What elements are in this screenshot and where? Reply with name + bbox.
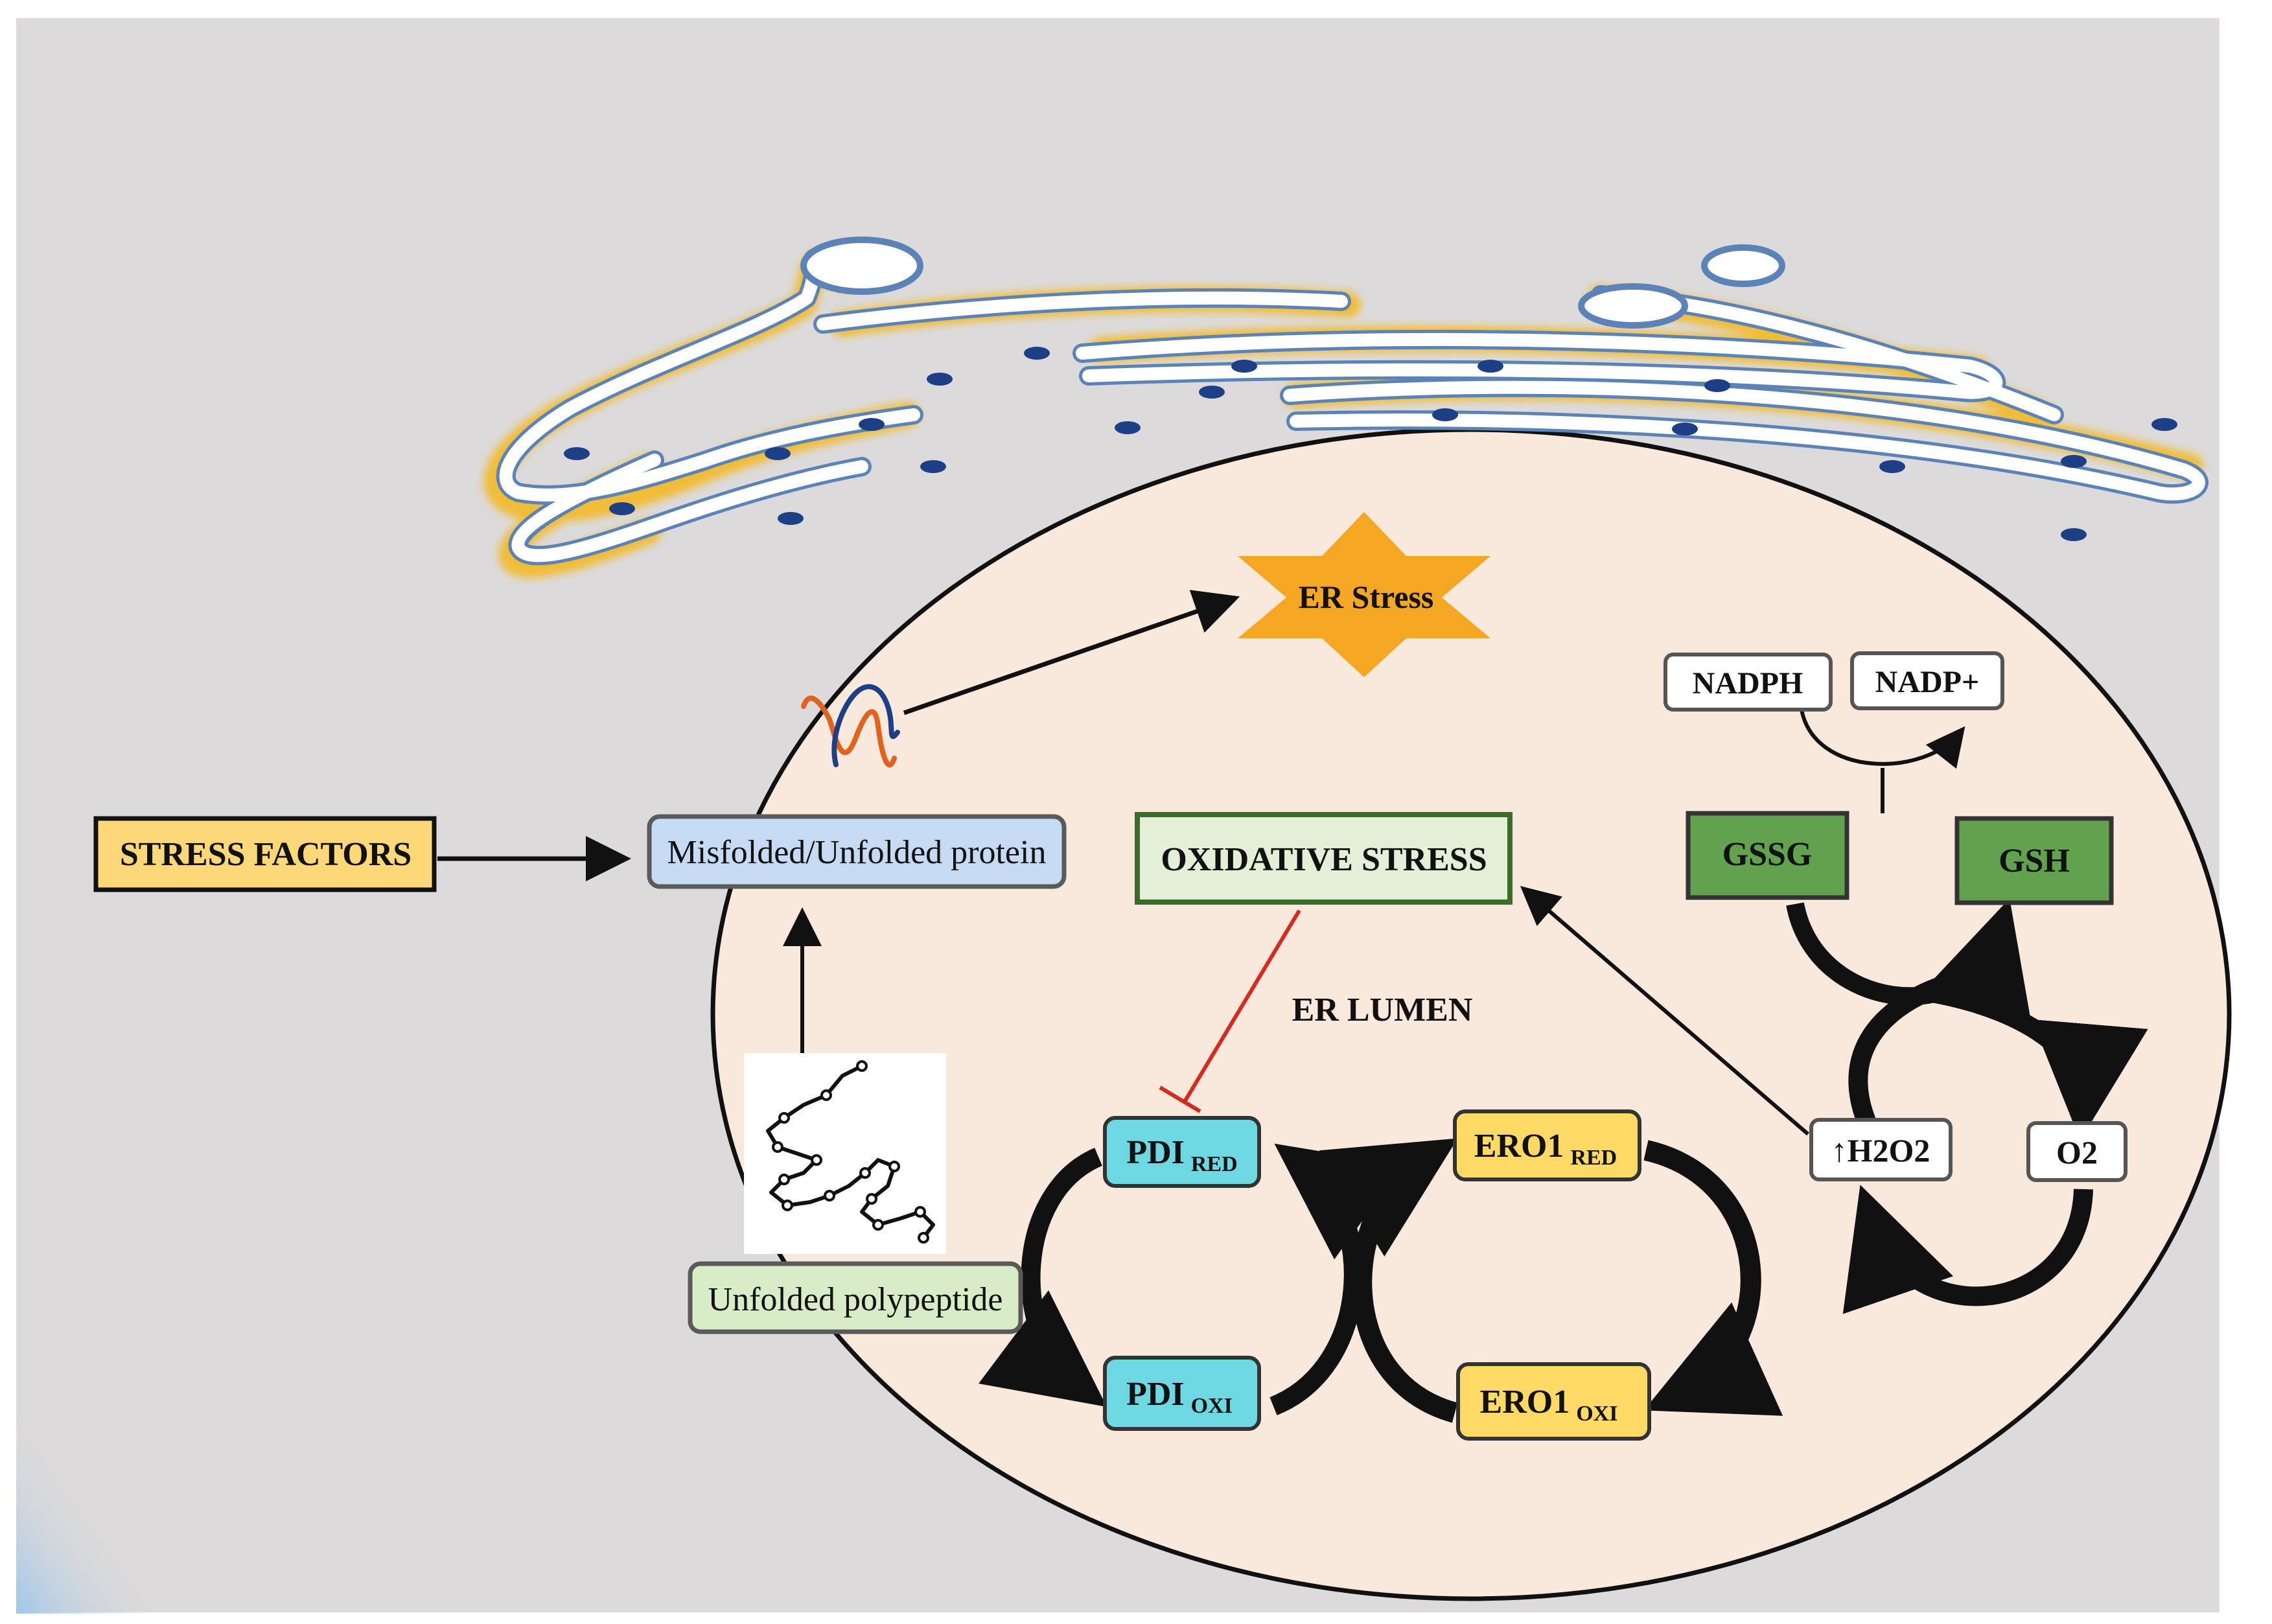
stress-factors-node: STRESS FACTORS (93, 816, 437, 892)
connector-arrows (437, 590, 1809, 1136)
nadp-plus-node: NADP+ (1850, 651, 2004, 710)
ero1-oxi-main: ERO1 (1480, 1384, 1570, 1421)
h2o2-to-gsh-arc (1848, 975, 1947, 1125)
misfolded-protein-label: Misfolded/Unfolded protein (667, 834, 1047, 871)
ero1-red-main: ERO1 (1474, 1128, 1564, 1165)
nadph-node: NADPH (1663, 653, 1833, 712)
oxidative-stress-label: OXIDATIVE STRESS (1161, 841, 1487, 878)
er-stress-node: ER Stress (1238, 512, 1490, 677)
arrow-h2o2-to-oxidative-stress (1520, 886, 1809, 1136)
ero1-red-subscript: RED (1570, 1146, 1617, 1170)
nadp-plus-label: NADP+ (1875, 665, 1980, 699)
ero1-oxi-subscript: OXI (1576, 1402, 1617, 1426)
gsh-to-o2-arrow (1923, 982, 2148, 1141)
endoplasmic-reticulum (483, 237, 2208, 579)
pdi-oxi-main: PDI (1126, 1376, 1185, 1413)
ero1-oxi-to-red-arrow (1319, 1138, 1458, 1423)
er-stress-label: ER Stress (1299, 579, 1434, 615)
gsh-label: GSH (1999, 842, 2070, 879)
ribosomes (564, 347, 2177, 541)
pdi-red-main: PDI (1126, 1134, 1185, 1171)
o2-to-h2o2-arrow (1842, 1185, 2093, 1314)
h2o2-label: ↑H2O2 (1831, 1132, 1930, 1168)
misfolded-protein-icon (801, 684, 900, 768)
er-bulbs (800, 237, 1785, 329)
pdi-oxi-subscript: OXI (1191, 1394, 1233, 1418)
er-lumen-label: ER LUMEN (1292, 992, 1473, 1028)
polypeptide-chain-icon (744, 1053, 946, 1254)
oxidative-stress-node: OXIDATIVE STRESS (1135, 812, 1513, 905)
o2-node: O2 (2026, 1121, 2127, 1182)
nadph-to-nadp-arrow (1800, 709, 1965, 769)
er-membrane-inner (499, 252, 2205, 563)
misfolded-protein-node: Misfolded/Unfolded protein (647, 814, 1067, 889)
arrow-misfolded-to-er-stress (903, 590, 1240, 715)
stress-factors-label: STRESS FACTORS (120, 836, 412, 873)
er-stress-star (1238, 512, 1490, 677)
gssg-node: GSSG (1686, 811, 1849, 900)
o2-label: O2 (2056, 1134, 2098, 1170)
pdi-red-subscript: RED (1191, 1152, 1238, 1176)
pdi-red-to-oxi-arrow (979, 1148, 1107, 1408)
gsh-node: GSH (1954, 816, 2114, 905)
ero1-cycle-arrows (1319, 1138, 1783, 1423)
unfolded-polypeptide-label: Unfolded polypeptide (708, 1281, 1003, 1318)
gssg-to-gsh-arrow (1786, 898, 2031, 1019)
glutathione-cycle-arrows (1786, 709, 2148, 1314)
gssg-label: GSSG (1722, 836, 1813, 873)
corner-gradient (16, 1400, 168, 1614)
h2o2-node: ↑H2O2 (1809, 1118, 1953, 1181)
unfolded-polypeptide-node: Unfolded polypeptide (688, 1261, 1023, 1334)
inhibition-line (1159, 909, 1301, 1113)
nadph-label: NADPH (1693, 666, 1803, 701)
ero1-red-to-oxi-arrow (1643, 1140, 1783, 1416)
